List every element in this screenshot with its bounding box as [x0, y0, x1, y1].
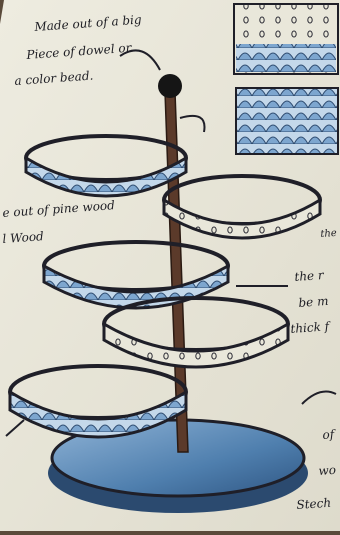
note-right-3: thick f [290, 319, 330, 336]
swatch-dots-scales [236, 44, 336, 72]
swatch-scales [236, 88, 338, 154]
note-right-1: the r [294, 268, 324, 284]
top-bead [158, 74, 182, 98]
note-right-bottom-3: Stech [296, 496, 331, 512]
note-right-bottom-1: of [322, 427, 335, 442]
note-right-bottom-2: wo [318, 463, 336, 478]
note-right-2: be m [298, 294, 329, 310]
note-left-2: l Wood [2, 229, 44, 246]
note-right-small: the [320, 227, 337, 242]
